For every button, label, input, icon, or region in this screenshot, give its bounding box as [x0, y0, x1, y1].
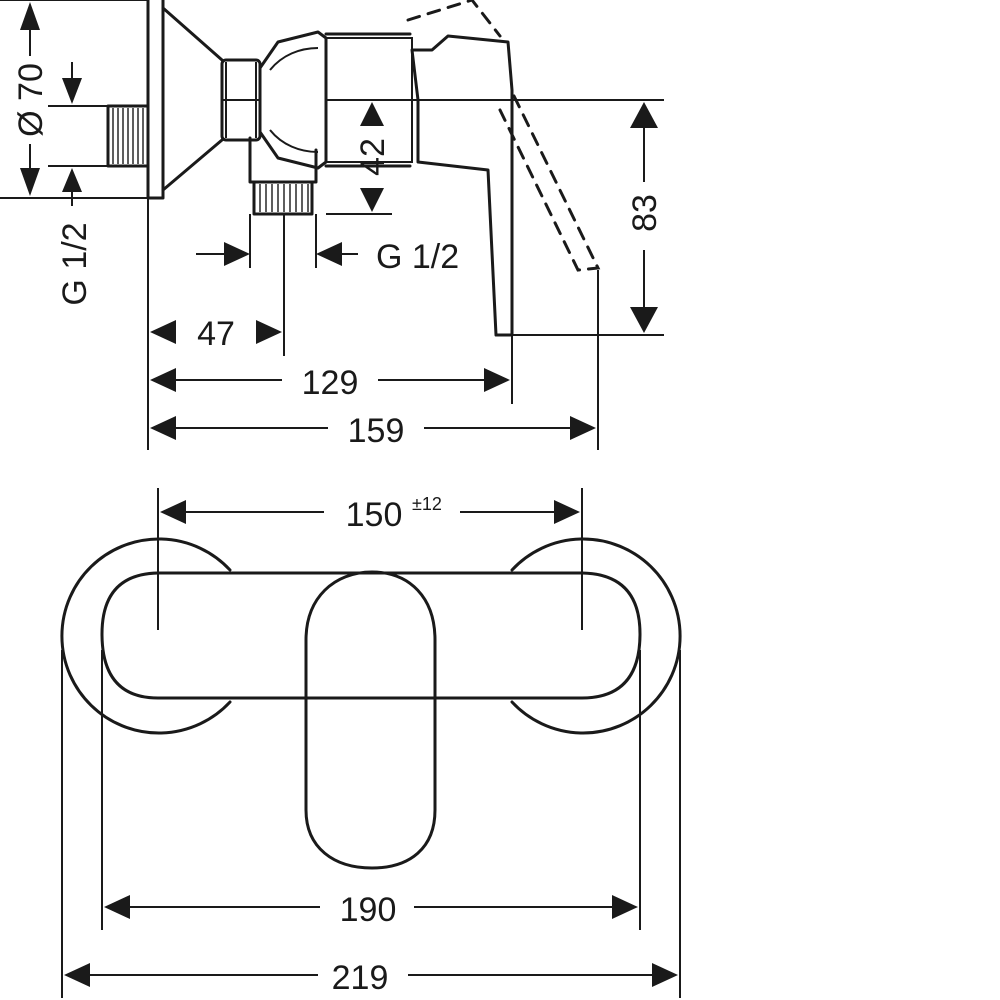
side-view: Ø 70 G 1/2 42 83 G 1/2 — [0, 0, 664, 450]
dim-159: 159 — [150, 412, 596, 450]
mixer-body — [100, 571, 642, 700]
wall-flange — [146, 0, 224, 200]
dim-47-label: 47 — [197, 315, 235, 353]
dim-150-label: 150 — [346, 496, 403, 534]
dim-height-83-label: 83 — [626, 194, 664, 232]
top-view: 150 ±12 190 219 — [60, 488, 682, 998]
dim-190: 190 — [104, 891, 638, 929]
dim-thread-bottom: G 1/2 — [196, 238, 459, 276]
lever-handle — [410, 34, 514, 337]
side-extension-lines — [0, 0, 664, 450]
lever-open-position — [406, 0, 601, 272]
bottom-outlet — [248, 136, 318, 216]
dim-219: 219 — [64, 959, 678, 997]
left-thread-connector — [106, 104, 150, 168]
dim-height-42: 42 — [354, 102, 392, 212]
dim-diameter-label: Ø 70 — [12, 63, 50, 137]
dim-47: 47 — [150, 315, 282, 353]
dim-150-tolerance: ±12 — [412, 494, 442, 514]
dim-129-label: 129 — [302, 364, 359, 402]
hex-nut — [220, 58, 262, 142]
dim-129: 129 — [150, 364, 510, 402]
dim-diameter: Ø 70 — [12, 2, 50, 196]
dim-thread-left: G 1/2 — [56, 62, 94, 306]
rosette-left — [60, 537, 232, 735]
dim-150: 150 ±12 — [160, 494, 580, 534]
rosette-right — [510, 537, 682, 735]
dim-height-83: 83 — [626, 102, 664, 333]
top-extension-lines — [61, 488, 681, 998]
dim-159-label: 159 — [348, 412, 405, 450]
dim-height-42-label: 42 — [354, 138, 392, 176]
dim-190-label: 190 — [340, 891, 397, 929]
lever-top — [304, 570, 437, 870]
dim-thread-left-label: G 1/2 — [56, 222, 94, 305]
dim-219-label: 219 — [332, 959, 389, 997]
dim-thread-bottom-label: G 1/2 — [376, 238, 459, 276]
